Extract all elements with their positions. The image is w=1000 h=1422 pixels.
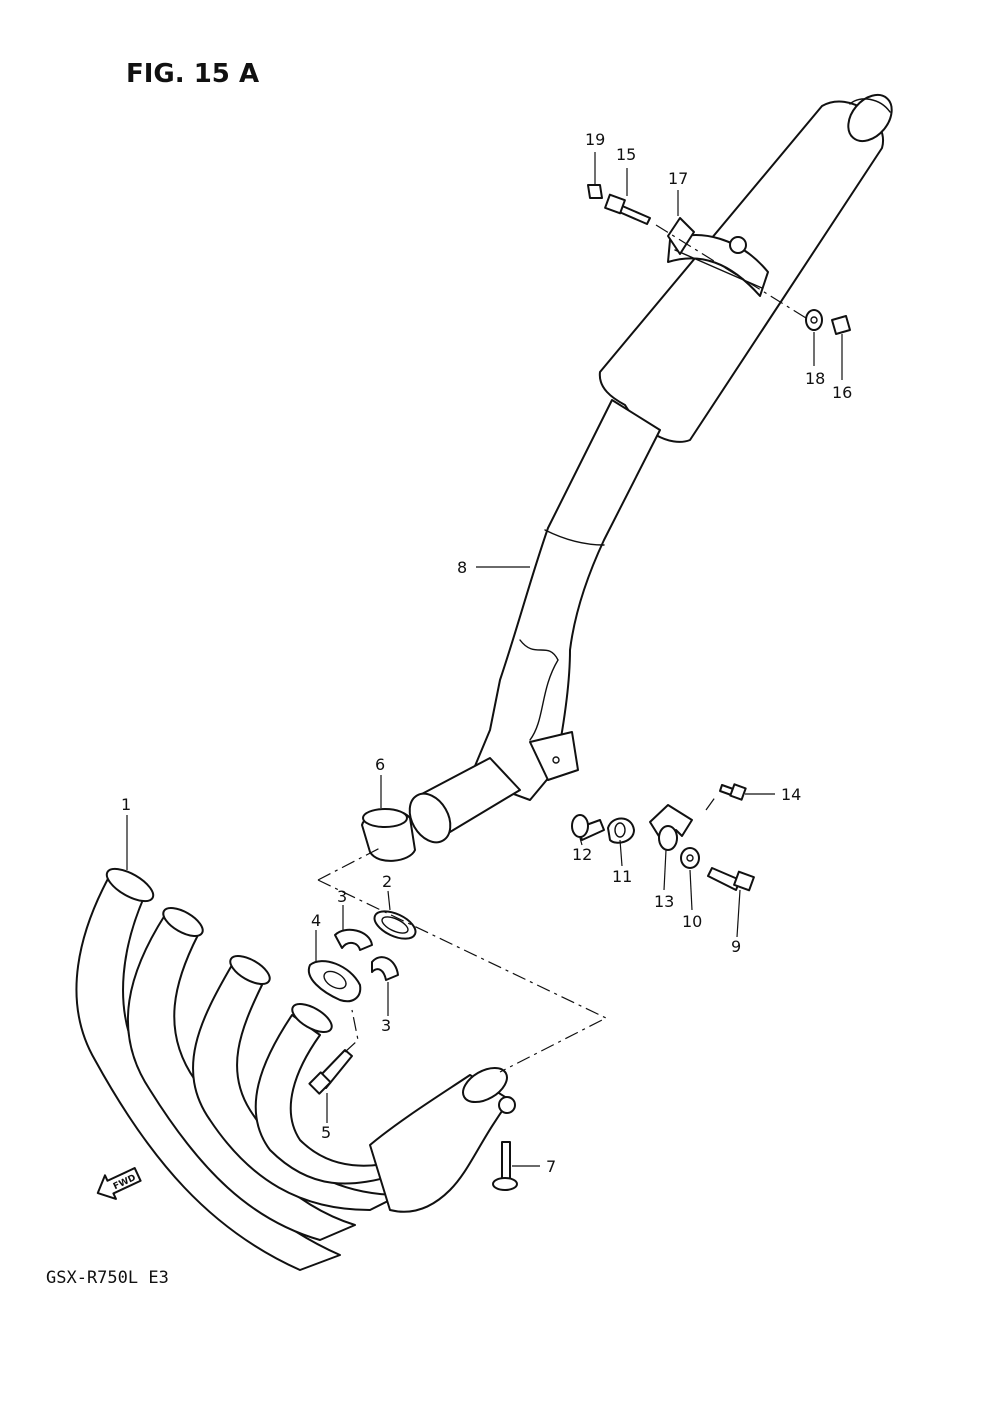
callout-11: 11 bbox=[612, 867, 632, 886]
fwd-arrow-icon: FWD bbox=[96, 1167, 142, 1200]
header-pipe-2 bbox=[126, 914, 356, 1241]
grommet-11 bbox=[607, 817, 635, 844]
bracket-17 bbox=[667, 217, 695, 255]
callout-2: 2 bbox=[382, 872, 392, 891]
callout-16: 16 bbox=[832, 383, 852, 402]
callout-10: 10 bbox=[682, 912, 702, 931]
pipe-flange-1 bbox=[105, 867, 155, 903]
callout-17: 17 bbox=[668, 169, 688, 188]
callout-13: 13 bbox=[654, 892, 674, 911]
callout-19: 19 bbox=[585, 130, 605, 149]
inlet-bracket bbox=[529, 731, 579, 781]
washer-10 bbox=[680, 847, 700, 869]
callout-12: 12 bbox=[572, 845, 592, 864]
small-parts bbox=[307, 184, 851, 1191]
nut-16 bbox=[831, 315, 851, 335]
inlet-opening bbox=[408, 792, 452, 844]
figure-title: FIG. 15 A bbox=[126, 59, 259, 89]
header-pipe-1 bbox=[75, 874, 341, 1271]
collector-outlet bbox=[462, 1066, 508, 1104]
muffler-assembly bbox=[408, 93, 893, 844]
collector bbox=[369, 1074, 511, 1213]
callout-18: 18 bbox=[805, 369, 825, 388]
callout-9: 9 bbox=[731, 937, 741, 956]
callout-3a: 3 bbox=[337, 887, 347, 906]
collector-clamp-bolt-boss bbox=[498, 1096, 516, 1114]
mount-eye bbox=[729, 236, 747, 254]
callout-3b: 3 bbox=[381, 1016, 391, 1035]
pipe-flange-2 bbox=[162, 907, 204, 937]
split-ring-3b bbox=[371, 956, 399, 981]
exhaust-pipe-assembly bbox=[75, 867, 516, 1271]
muffler-outlet-cap bbox=[847, 93, 893, 143]
bolt-7 bbox=[501, 1141, 511, 1181]
callout-15: 15 bbox=[616, 145, 636, 164]
washer-18 bbox=[805, 309, 823, 331]
bolt-9 bbox=[707, 867, 741, 891]
gasket-2 bbox=[373, 910, 417, 940]
connecting-pipe bbox=[469, 399, 661, 801]
exhaust-flange-4 bbox=[307, 960, 362, 1003]
assembly-lines bbox=[317, 224, 807, 1073]
callout-6: 6 bbox=[375, 755, 385, 774]
outlet-rim bbox=[849, 98, 891, 113]
split-ring-3a bbox=[334, 928, 373, 951]
callout-4: 4 bbox=[311, 911, 321, 930]
callout-1: 1 bbox=[121, 795, 131, 814]
callout-14: 14 bbox=[781, 785, 801, 804]
callout-5: 5 bbox=[321, 1123, 331, 1142]
pipe-flange-3 bbox=[229, 955, 271, 985]
nut-19 bbox=[587, 184, 603, 199]
callout-7: 7 bbox=[546, 1157, 556, 1176]
leader-lines bbox=[126, 152, 843, 1167]
pipe-flange-4 bbox=[291, 1003, 333, 1033]
header-pipe-3 bbox=[192, 964, 401, 1211]
callout-8: 8 bbox=[457, 558, 467, 577]
callout-numbers: 1 2 3 3 4 5 6 7 8 9 10 11 12 13 14 15 16… bbox=[121, 130, 852, 1176]
model-code: GSX-R750L E3 bbox=[46, 1268, 169, 1288]
